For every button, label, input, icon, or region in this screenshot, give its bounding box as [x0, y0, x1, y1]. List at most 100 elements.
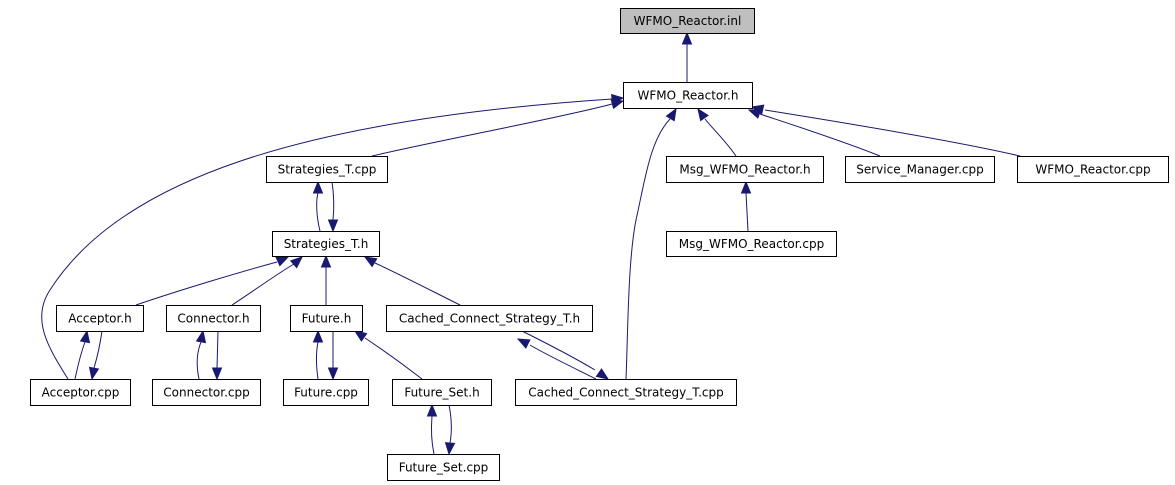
- node-wfmo-inl[interactable]: WFMO_Reactor.inl: [620, 8, 755, 34]
- edge-line: [745, 192, 749, 232]
- arrowhead-icon: [275, 256, 290, 267]
- edge-line: [430, 415, 435, 455]
- edge-line: [521, 330, 596, 371]
- node-label[interactable]: Cached_Connect_Strategy_T.cpp: [528, 386, 724, 400]
- node-box[interactable]: [272, 231, 380, 257]
- node-label[interactable]: WFMO_Reactor.cpp: [1035, 163, 1150, 177]
- node-box[interactable]: [845, 156, 995, 183]
- node-label[interactable]: Msg_WFMO_Reactor.cpp: [679, 237, 824, 251]
- edge-con_h-to-con_cpp: [211, 330, 223, 381]
- arrowhead-icon: [750, 104, 765, 115]
- node-label[interactable]: Future.h: [302, 312, 352, 326]
- node-label[interactable]: WFMO_Reactor.inl: [634, 14, 742, 28]
- edge-line: [93, 330, 103, 369]
- node-label[interactable]: Acceptor.h: [68, 312, 132, 326]
- node-msg-cpp[interactable]: Msg_WFMO_Reactor.cpp: [666, 231, 837, 257]
- arrowhead-icon: [327, 367, 339, 381]
- node-box[interactable]: [386, 305, 593, 332]
- node-fut-cpp[interactable]: Future.cpp: [283, 379, 369, 406]
- node-label[interactable]: Future.cpp: [294, 386, 358, 400]
- edges-layer: [41, 31, 1021, 456]
- node-box[interactable]: [387, 454, 500, 481]
- arrowhead-icon: [312, 180, 324, 194]
- node-box[interactable]: [392, 379, 492, 406]
- arrowhead-icon: [88, 366, 100, 381]
- node-strat-cpp[interactable]: Strategies_T.cpp: [266, 156, 388, 183]
- edge-strat_cpp-to-strat_h: [327, 181, 339, 233]
- node-label[interactable]: Cached_Connect_Strategy_T.h: [399, 312, 580, 326]
- edge-ccs_cpp-to-ccs_h: [516, 338, 597, 380]
- node-label[interactable]: Acceptor.cpp: [42, 386, 120, 400]
- edge-acc_cpp-to-acc_h: [74, 329, 91, 380]
- node-label[interactable]: Service_Manager.cpp: [856, 163, 984, 177]
- arrowhead-icon: [681, 31, 693, 45]
- edge-line: [331, 181, 335, 221]
- node-con-cpp[interactable]: Connector.cpp: [152, 379, 261, 406]
- edge-line: [764, 109, 1021, 157]
- node-strat-h[interactable]: Strategies_T.h: [272, 231, 380, 257]
- edge-line: [74, 341, 86, 380]
- edge-futset_h-to-fut_h: [353, 330, 423, 380]
- node-box[interactable]: [515, 379, 737, 406]
- edge-line: [231, 263, 295, 306]
- node-box[interactable]: [266, 156, 388, 183]
- arrowhead-icon: [697, 107, 709, 122]
- node-wfmo-cpp[interactable]: WFMO_Reactor.cpp: [1017, 156, 1169, 183]
- node-acc-h[interactable]: Acceptor.h: [56, 305, 144, 332]
- node-msg-h[interactable]: Msg_WFMO_Reactor.h: [666, 156, 824, 183]
- node-label[interactable]: Connector.h: [177, 312, 249, 326]
- node-svc-cpp[interactable]: Service_Manager.cpp: [845, 156, 995, 183]
- edge-line: [216, 330, 219, 369]
- node-box[interactable]: [620, 8, 755, 34]
- edge-line: [704, 118, 737, 157]
- node-label[interactable]: Future_Set.cpp: [399, 461, 489, 475]
- edge-line: [759, 113, 881, 157]
- node-label[interactable]: Msg_WFMO_Reactor.h: [679, 163, 810, 177]
- arrowhead-icon: [320, 254, 332, 268]
- edge-con_cpp-to-con_h: [195, 329, 207, 380]
- nodes-layer: WFMO_Reactor.inlWFMO_Reactor.hStrategies…: [30, 8, 1169, 481]
- edge-svc_cpp-to-wfmo_h: [747, 109, 881, 157]
- edge-line: [364, 337, 423, 380]
- node-box[interactable]: [666, 231, 837, 257]
- node-box[interactable]: [283, 379, 369, 406]
- node-box[interactable]: [152, 379, 261, 406]
- node-box[interactable]: [30, 379, 131, 406]
- node-ccs-cpp[interactable]: Cached_Connect_Strategy_T.cpp: [515, 379, 737, 406]
- node-box[interactable]: [666, 156, 824, 183]
- arrowhead-icon: [444, 442, 456, 456]
- edge-line: [625, 118, 671, 380]
- node-acc-cpp[interactable]: Acceptor.cpp: [30, 379, 131, 406]
- node-label[interactable]: Strategies_T.h: [284, 237, 369, 251]
- edge-ccs_cpp-to-wfmo_h: [625, 107, 677, 380]
- arrowhead-icon: [611, 93, 625, 105]
- node-label[interactable]: Strategies_T.cpp: [278, 163, 377, 177]
- edge-wfmo_cpp-to-wfmo_h: [750, 104, 1021, 157]
- node-wfmo-h[interactable]: WFMO_Reactor.h: [623, 82, 753, 109]
- edge-line: [316, 341, 319, 380]
- node-fut-h[interactable]: Future.h: [290, 305, 363, 332]
- edge-fut_cpp-to-fut_h: [312, 329, 324, 380]
- node-box[interactable]: [56, 305, 144, 332]
- arrowhead-icon: [312, 329, 324, 343]
- node-futset-cpp[interactable]: Future_Set.cpp: [387, 454, 500, 481]
- node-label[interactable]: Future_Set.h: [404, 386, 479, 400]
- node-box[interactable]: [290, 305, 363, 332]
- node-label[interactable]: WFMO_Reactor.h: [638, 89, 739, 103]
- node-box[interactable]: [166, 305, 261, 332]
- edge-ccs_h-to-strat_h: [363, 256, 461, 306]
- node-con-h[interactable]: Connector.h: [166, 305, 261, 332]
- edge-line: [448, 404, 452, 444]
- arrowhead-icon: [79, 329, 91, 344]
- arrowhead-icon: [740, 180, 752, 194]
- node-label[interactable]: Connector.cpp: [163, 386, 249, 400]
- edge-msg_cpp-to-msg_h: [740, 180, 752, 232]
- node-box[interactable]: [1017, 156, 1169, 183]
- edge-wfmo_h-to-wfmo_inl: [681, 31, 693, 82]
- edge-msg_h-to-wfmo_h: [697, 107, 737, 157]
- node-box[interactable]: [623, 82, 753, 109]
- edge-line: [374, 262, 461, 306]
- node-ccs-h[interactable]: Cached_Connect_Strategy_T.h: [386, 305, 593, 332]
- node-futset-h[interactable]: Future_Set.h: [392, 379, 492, 406]
